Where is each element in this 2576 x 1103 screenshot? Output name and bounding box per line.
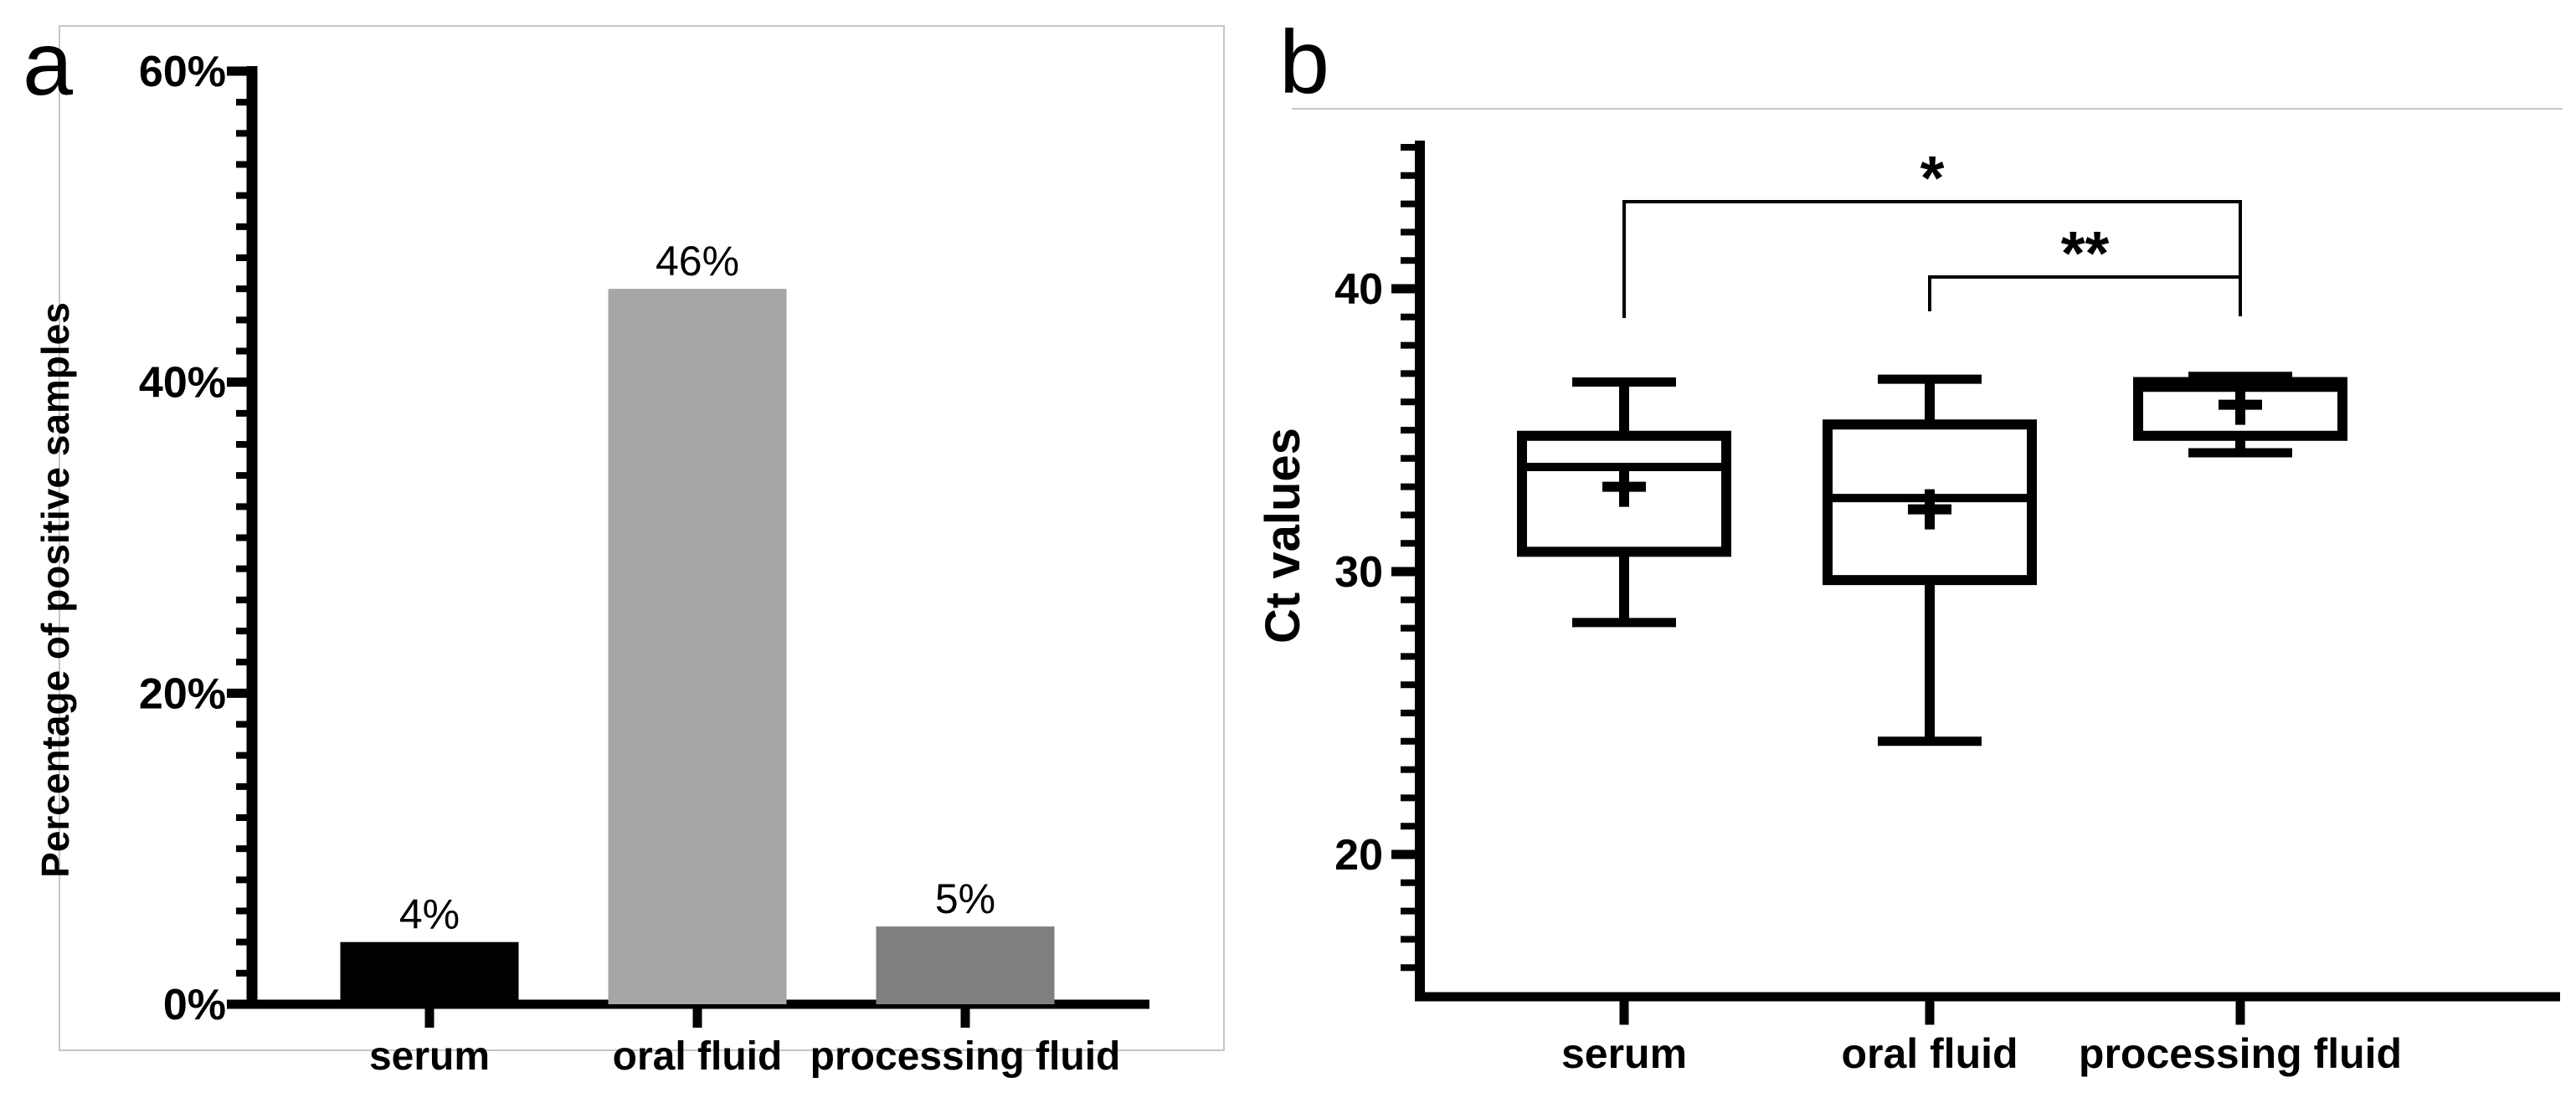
- bar-value-label: 46%: [656, 238, 739, 285]
- bar-serum: [340, 941, 519, 1004]
- x-category-label: oral fluid: [613, 1034, 783, 1079]
- panel-a-image-border: [59, 25, 1225, 1051]
- y-tick-label: 20%: [139, 669, 226, 718]
- x-category-label: oral fluid: [1841, 1030, 2018, 1077]
- y-axis-title: Percentage of positive samples: [33, 302, 77, 878]
- panel-b-image-border: [1292, 108, 2563, 110]
- y-tick-label: 30: [1334, 548, 1383, 597]
- significance-label: **: [2061, 218, 2110, 288]
- y-tick-label: 20: [1334, 831, 1383, 880]
- y-tick-label: 60%: [139, 48, 226, 96]
- panel-a-label: a: [23, 13, 74, 114]
- x-category-label: serum: [1561, 1030, 1687, 1077]
- x-category-label: processing fluid: [810, 1034, 1121, 1079]
- bar-value-label: 5%: [935, 875, 995, 922]
- significance-bracket: [1928, 275, 2242, 316]
- box-processing-fluid: [2133, 377, 2347, 441]
- bar-value-label: 4%: [399, 891, 460, 938]
- bar-processing-fluid: [876, 926, 1055, 1004]
- y-tick-label: 0%: [163, 981, 226, 1029]
- panel-b-label: b: [1279, 11, 1330, 112]
- y-tick-label: 40%: [139, 359, 226, 408]
- x-category-label: serum: [369, 1034, 490, 1079]
- y-axis-title: Ct values: [1256, 428, 1310, 644]
- box-serum: [1517, 430, 1731, 557]
- box-oral-fluid: [1823, 419, 2037, 586]
- x-category-label: processing fluid: [2079, 1030, 2402, 1077]
- significance-bracket: [1622, 200, 2242, 318]
- y-tick-label: 40: [1334, 265, 1383, 314]
- significance-label: *: [1920, 143, 1945, 213]
- bar-oral-fluid: [608, 289, 787, 1004]
